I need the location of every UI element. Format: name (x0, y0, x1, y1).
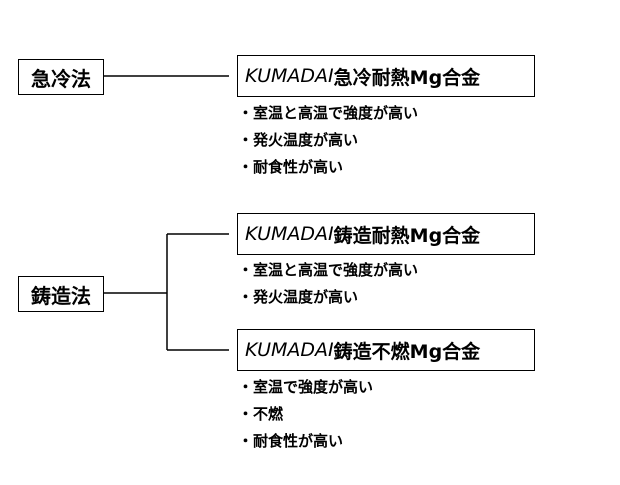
alloy-brand: KUMADAI (245, 223, 334, 245)
alloy-name: 鋳造耐熱Mg合金 (333, 224, 481, 247)
alloy-box-casting-heat: KUMADAI 鋳造耐熱Mg合金 (237, 213, 535, 255)
alloy-box-casting-nonflammable: KUMADAI 鋳造不燃Mg合金 (237, 329, 535, 371)
method-label-rapid: 急冷法 (31, 66, 91, 91)
feature-item: 耐食性が高い (238, 154, 418, 181)
feature-item: 室温と高温で強度が高い (238, 257, 418, 284)
method-box-rapid: 急冷法 (18, 59, 104, 95)
feature-item: 発火温度が高い (238, 284, 418, 311)
method-label-casting: 鋳造法 (31, 283, 91, 308)
feature-list-casting-nonflammable: 室温で強度が高い 不燃 耐食性が高い (238, 374, 373, 455)
alloy-name: 急冷耐熱Mg合金 (333, 66, 481, 89)
feature-item: 室温と高温で強度が高い (238, 100, 418, 127)
feature-list-casting-heat: 室温と高温で強度が高い 発火温度が高い (238, 257, 418, 311)
feature-list-rapid-heat: 室温と高温で強度が高い 発火温度が高い 耐食性が高い (238, 100, 418, 181)
method-box-casting: 鋳造法 (18, 276, 104, 312)
alloy-box-rapid-heat: KUMADAI 急冷耐熱Mg合金 (237, 55, 535, 97)
feature-item: 不燃 (238, 401, 373, 428)
feature-item: 室温で強度が高い (238, 374, 373, 401)
feature-item: 発火温度が高い (238, 127, 418, 154)
alloy-brand: KUMADAI (245, 65, 334, 87)
feature-item: 耐食性が高い (238, 428, 373, 455)
alloy-brand: KUMADAI (245, 339, 334, 361)
alloy-name: 鋳造不燃Mg合金 (333, 340, 481, 363)
